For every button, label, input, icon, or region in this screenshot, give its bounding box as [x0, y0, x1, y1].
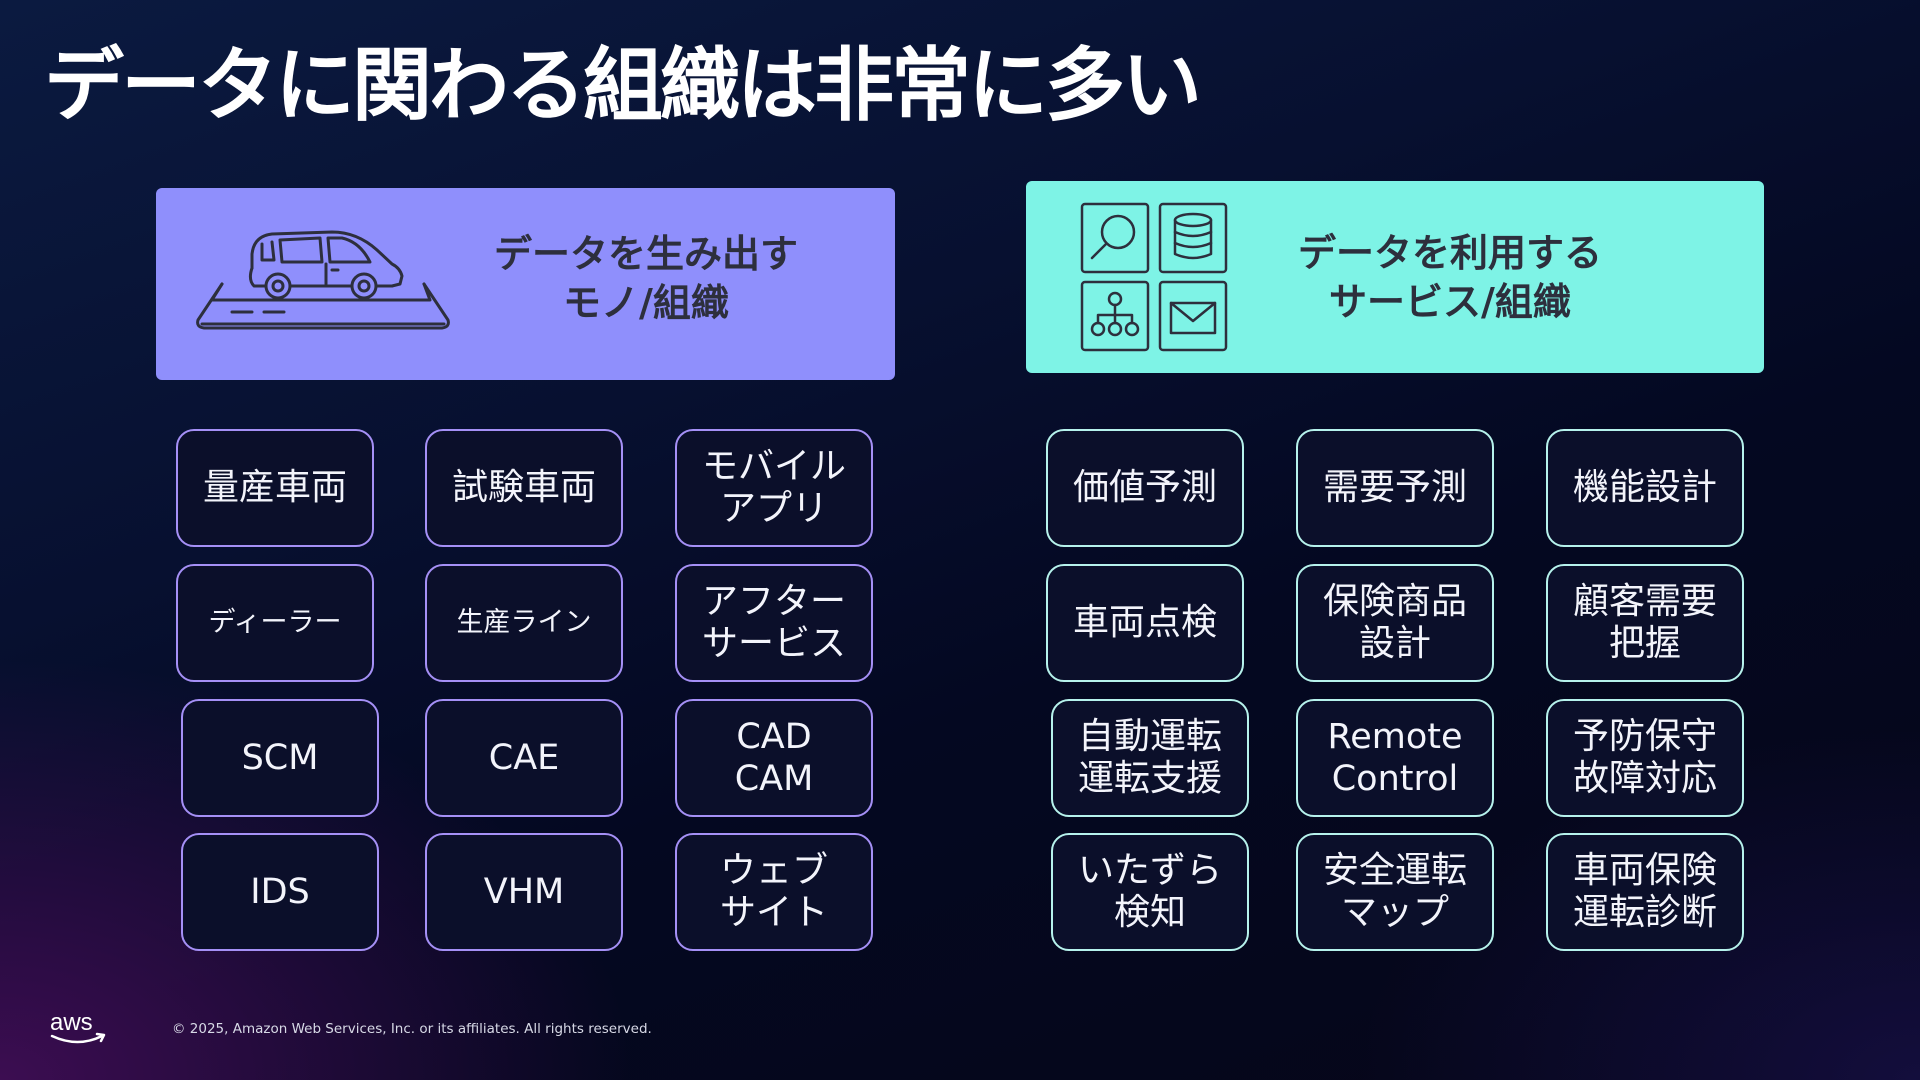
consumer-header-line2: サービス/組織 — [1329, 280, 1571, 324]
consumer-tile: 価値予測 — [1046, 429, 1244, 547]
copyright-notice: © 2025, Amazon Web Services, Inc. or its… — [172, 1021, 652, 1037]
producer-tile: VHM — [425, 833, 623, 951]
consumer-tile: 車両保険 運転診断 — [1546, 833, 1744, 951]
mail-icon — [1158, 280, 1228, 352]
producer-tile: IDS — [181, 833, 379, 951]
car-on-smartphone-icon — [196, 230, 450, 330]
consumer-header: データを利用する サービス/組織 — [1026, 181, 1764, 373]
page-title: データに関わる組織は非常に多い — [44, 39, 1202, 132]
producer-tile: アフター サービス — [675, 564, 873, 682]
consumer-tile: 自動運転 運転支援 — [1051, 699, 1249, 817]
consumer-tile: 予防保守 故障対応 — [1546, 699, 1744, 817]
producer-header-line2: モノ/組織 — [563, 281, 729, 325]
consumer-header-line1: データを利用する — [1297, 231, 1603, 275]
aws-logo: aws — [50, 1009, 106, 1044]
svg-text:aws: aws — [50, 1009, 93, 1036]
consumer-tile: いたずら 検知 — [1051, 833, 1249, 951]
consumer-tile: 保険商品 設計 — [1296, 564, 1494, 682]
producer-tile: ウェブ サイト — [675, 833, 873, 951]
producer-tile: モバイル アプリ — [675, 429, 873, 547]
producer-tile: 試験車両 — [425, 429, 623, 547]
search-icon — [1080, 202, 1150, 274]
producer-tile: CAD CAM — [675, 699, 873, 817]
service-icons — [1080, 202, 1228, 352]
consumer-tile: Remote Control — [1296, 699, 1494, 817]
consumer-tile: 機能設計 — [1546, 429, 1744, 547]
consumer-tile: 需要予測 — [1296, 429, 1494, 547]
consumer-tile: 安全運転 マップ — [1296, 833, 1494, 951]
producer-tile: CAE — [425, 699, 623, 817]
org-chart-icon — [1080, 280, 1150, 352]
producer-tile: ディーラー — [176, 564, 374, 682]
producer-tile: 量産車両 — [176, 429, 374, 547]
producer-tile: SCM — [181, 699, 379, 817]
consumer-tile: 車両点検 — [1046, 564, 1244, 682]
producer-tile: 生産ライン — [425, 564, 623, 682]
producer-header: データを生み出す モノ/組織 — [156, 188, 895, 380]
producer-header-line1: データを生み出す — [493, 232, 799, 276]
database-icon — [1158, 202, 1228, 274]
consumer-tile: 顧客需要 把握 — [1546, 564, 1744, 682]
